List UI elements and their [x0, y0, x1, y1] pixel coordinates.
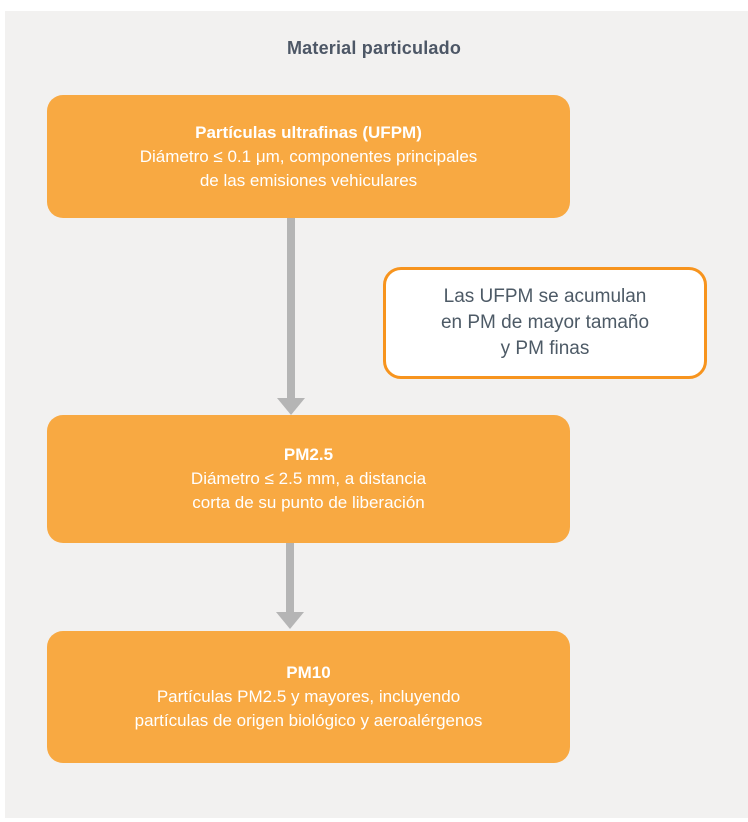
callout-text-line-3: y PM finas [500, 338, 590, 359]
node-ufpm-text-line-2: de las emisiones vehiculares [199, 170, 418, 190]
arrow-line [286, 543, 294, 613]
node-pm10: PM10 Partículas PM2.5 y mayores, incluye… [47, 631, 570, 763]
node-ufpm-heading: Partículas ultrafinas (UFPM) [195, 122, 422, 142]
arrow-head-icon [276, 612, 304, 629]
node-ufpm-text-line-1: Diámetro ≤ 0.1 μm, componentes principal… [139, 146, 478, 166]
node-ufpm: Partículas ultrafinas (UFPM) Diámetro ≤ … [47, 95, 570, 218]
diagram-title: Material particulado [286, 38, 462, 58]
arrow-line [287, 218, 295, 399]
arrow-head-icon [277, 398, 305, 415]
node-pm10-text-line-2: partículas de origen biológico y aeroalé… [134, 711, 483, 730]
callout-ufpm-accumulation-note: Las UFPM se acumulan en PM de mayor tama… [383, 267, 707, 379]
node-pm25: PM2.5 Diámetro ≤ 2.5 mm, a distancia cor… [47, 415, 570, 543]
node-pm25-text-line-1: Diámetro ≤ 2.5 mm, a distancia [190, 469, 427, 488]
callout-text-line-1: Las UFPM se acumulan [443, 286, 647, 307]
node-pm10-heading: PM10 [286, 663, 331, 682]
callout-text-line-2: en PM de mayor tamaño [440, 312, 650, 333]
node-pm25-text-line-2: corta de su punto de liberación [192, 493, 425, 512]
node-pm10-text-line-1: Partículas PM2.5 y mayores, incluyendo [156, 687, 461, 706]
node-pm25-heading: PM2.5 [283, 445, 334, 464]
